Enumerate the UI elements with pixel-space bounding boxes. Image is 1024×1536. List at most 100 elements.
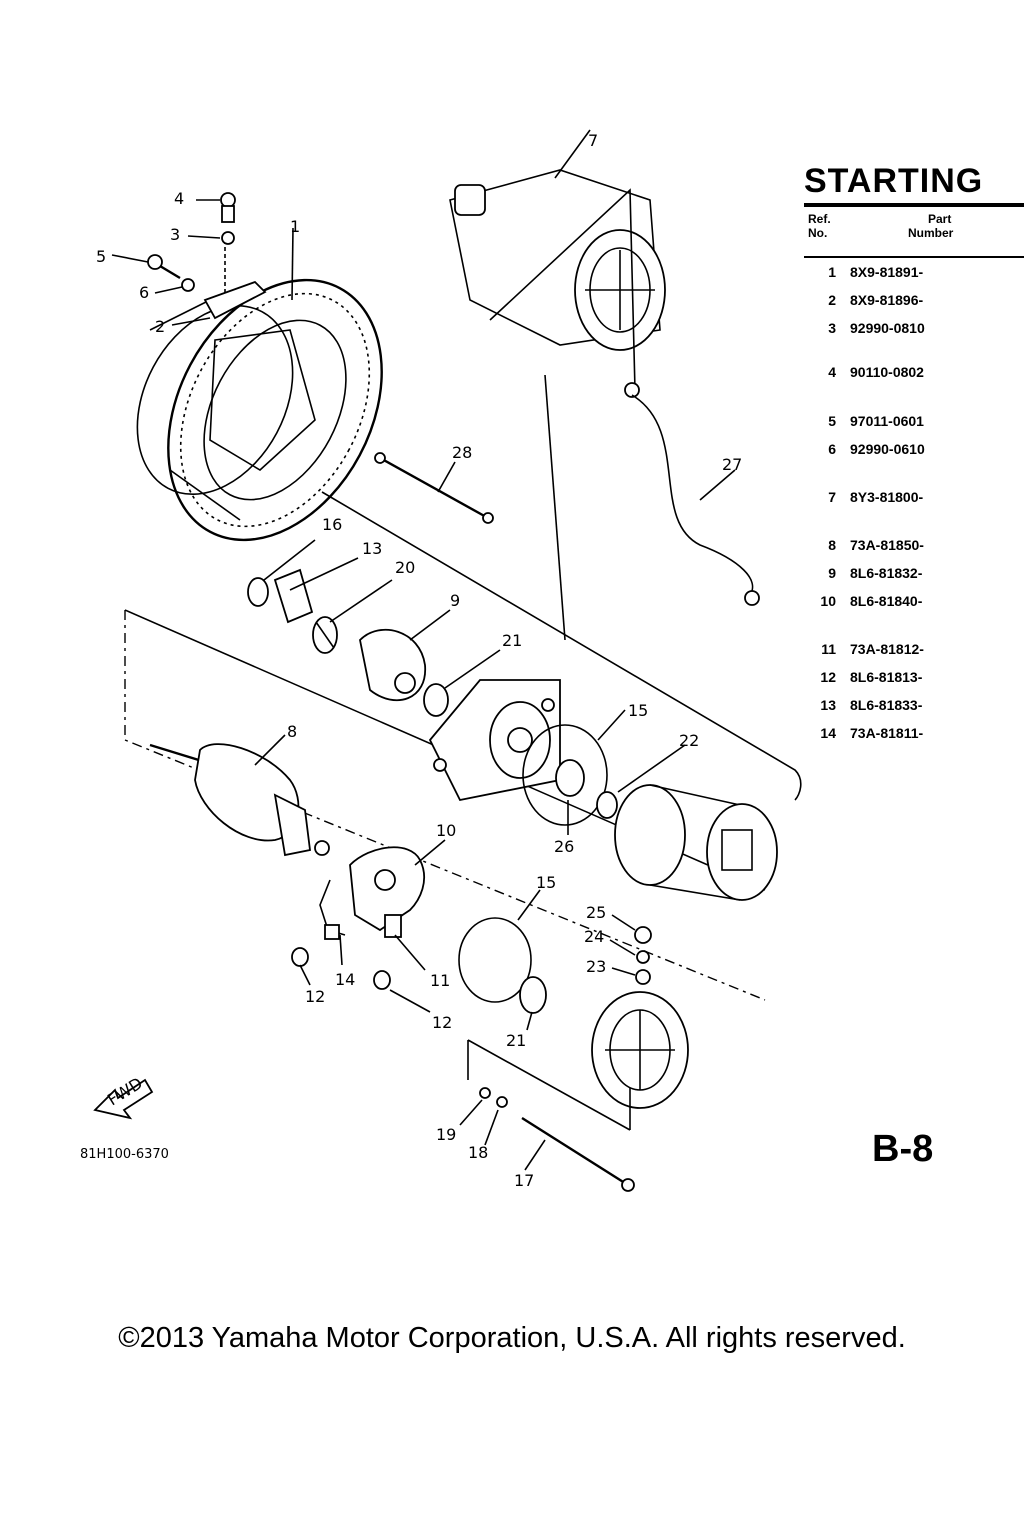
part-number: 8L6-81813-: [850, 669, 923, 685]
ref-number: 14: [820, 725, 836, 741]
terminal-nuts: [609, 914, 652, 985]
table-row: 5 97011-0601: [810, 413, 1024, 429]
ref-number: 2: [828, 292, 836, 308]
part-number: 73A-81850-: [850, 537, 924, 553]
ref-column-header: Ref. No.: [808, 212, 848, 240]
part-number: 97011-0601: [850, 413, 924, 429]
callout: 17: [514, 1171, 534, 1190]
table-row: 13 8L6-81833-: [810, 697, 1024, 713]
table-row: 8 73A-81850-: [810, 537, 1024, 553]
part-number: 73A-81811-: [850, 725, 924, 741]
callout: 23: [586, 957, 606, 976]
callout: 7: [588, 131, 598, 150]
page-code: B-8: [872, 1128, 934, 1170]
part-number: 90110-0802: [850, 364, 924, 380]
callout: 26: [554, 837, 574, 856]
rear-cover: [467, 991, 689, 1131]
starter-motor-assembly: [449, 129, 666, 391]
table-row: 2 8X9-81896-: [810, 292, 1024, 308]
forward-arrow-icon: FWD: [93, 1073, 154, 1120]
callout: 1: [290, 217, 300, 236]
ref-header-line2: No.: [808, 226, 828, 240]
callout: 12: [432, 1013, 452, 1032]
callout: 20: [395, 558, 415, 577]
callout: 14: [335, 970, 355, 989]
callout: 28: [452, 443, 472, 462]
table-row: 7 8Y3-81800-: [810, 489, 1024, 505]
callout: 16: [322, 515, 342, 534]
callout: 21: [502, 631, 522, 650]
header-rule: [804, 256, 1024, 258]
armature: [149, 734, 330, 857]
title-rule: [804, 203, 1024, 207]
callout: 22: [679, 731, 699, 750]
lower-seals: [458, 889, 547, 1031]
callout: 15: [628, 701, 648, 720]
callout: 3: [170, 225, 180, 244]
part-header-line2: Number: [908, 226, 954, 240]
part-header-line1: Part: [928, 212, 952, 226]
callout: 4: [174, 189, 184, 208]
ref-number: 3: [828, 320, 836, 336]
ref-number: 7: [828, 489, 836, 505]
callout: 9: [450, 591, 460, 610]
yoke: [614, 784, 778, 901]
callout: 18: [468, 1143, 488, 1162]
callout: 24: [584, 927, 604, 946]
callout-labels: 1 2 3 4 5 6 7 8 9 10 11 12 12 13 14 15 1…: [96, 131, 742, 1190]
drawing-code: 81H100-6370: [80, 1147, 169, 1162]
ref-number: 5: [828, 413, 836, 429]
table-row: 10 8L6-81840-: [810, 593, 1024, 609]
table-row: 1 8X9-81891-: [810, 264, 1024, 280]
ref-number: 1: [828, 264, 836, 280]
table-row: 12 8L6-81813-: [810, 669, 1024, 685]
ref-number: 13: [820, 697, 836, 713]
ref-number: 10: [820, 593, 836, 609]
callout: 25: [586, 903, 606, 922]
callout: 2: [155, 317, 165, 336]
part-number: 8X9-81896-: [850, 292, 924, 308]
table-row: 14 73A-81811-: [810, 725, 1024, 741]
callout: 10: [436, 821, 456, 840]
ref-number: 12: [820, 669, 836, 685]
ref-number: 8: [828, 537, 836, 553]
part-number: 73A-81812-: [850, 641, 924, 657]
ref-number: 4: [828, 364, 836, 380]
gear-components: [247, 539, 501, 717]
table-row: 3 92990-0810: [810, 320, 1024, 336]
front-cover: [428, 679, 561, 802]
through-bolts: [459, 1087, 635, 1192]
part-number: 8X9-81891-: [850, 264, 924, 280]
callout: 12: [305, 987, 325, 1006]
callout: 8: [287, 722, 297, 741]
table-row: 6 92990-0610: [810, 441, 1024, 457]
callout: 19: [436, 1125, 456, 1144]
callout: 6: [139, 283, 149, 302]
brush-holder-group: [291, 839, 446, 1013]
part-number: 8L6-81840-: [850, 593, 923, 609]
ref-number: 9: [828, 565, 836, 581]
part-column-header: Part Number: [908, 212, 1024, 240]
table-row: 9 8L6-81832-: [810, 565, 1024, 581]
part-number: 8L6-81833-: [850, 697, 923, 713]
callout: 15: [536, 873, 556, 892]
bolt-washer-group: [111, 192, 294, 326]
table-title: STARTING: [804, 162, 984, 200]
part-number: 92990-0610: [850, 441, 925, 457]
part-number: 8Y3-81800-: [850, 489, 924, 505]
callout: 5: [96, 247, 106, 266]
part-number: 8L6-81832-: [850, 565, 923, 581]
table-row: 4 90110-0802: [810, 364, 1024, 380]
lead-wire: [624, 382, 760, 606]
ref-header-line1: Ref.: [808, 212, 831, 226]
table-row: 11 73A-81812-: [810, 641, 1024, 657]
callout: 11: [430, 971, 450, 990]
part-number: 92990-0810: [850, 320, 925, 336]
callout: 27: [722, 455, 742, 474]
copyright-notice: ©2013 Yamaha Motor Corporation, U.S.A. A…: [118, 1322, 906, 1354]
ref-number: 6: [828, 441, 836, 457]
ref-number: 11: [821, 641, 836, 657]
callout: 21: [506, 1031, 526, 1050]
bolt-28: [374, 452, 494, 524]
